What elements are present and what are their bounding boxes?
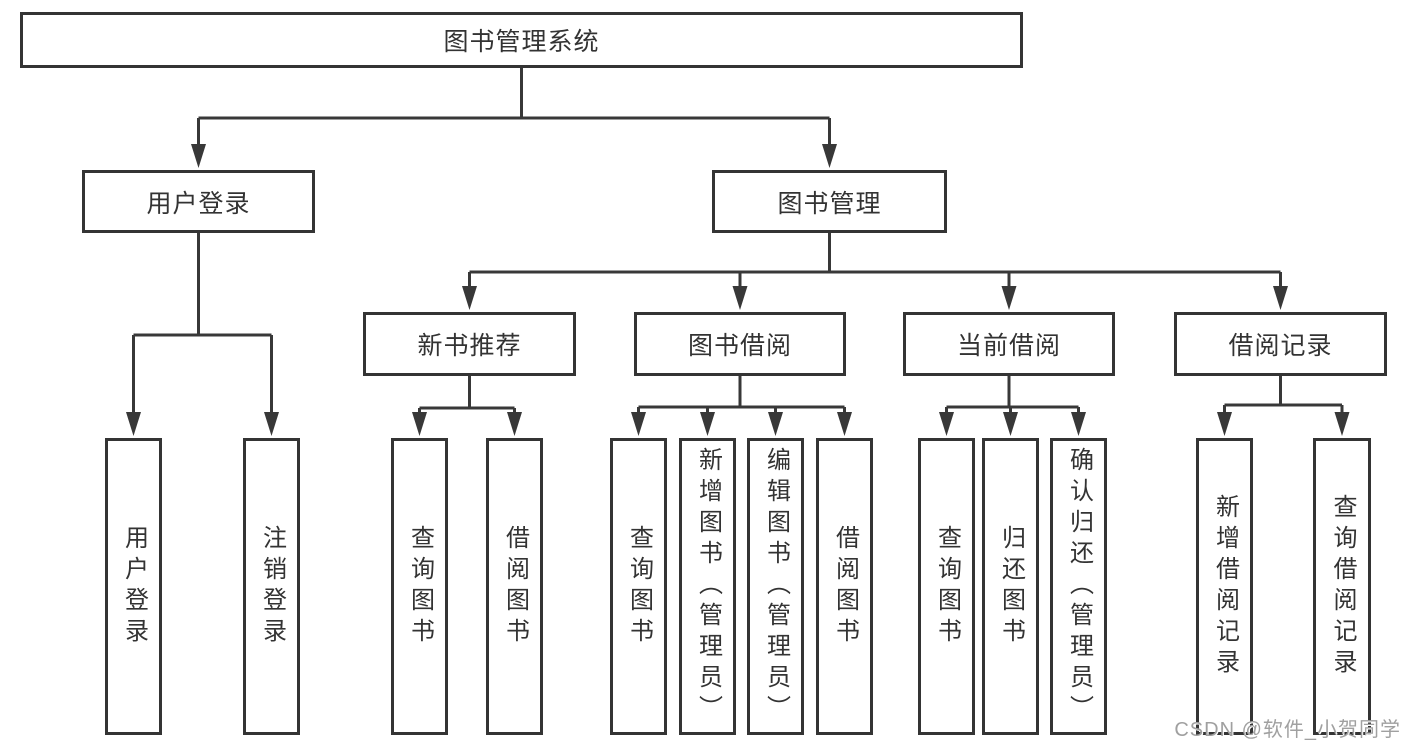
leaf-add-borrow-record-label: 新增借阅记录: [1211, 493, 1239, 680]
leaf-add-book-admin-label: 新增图书（管理员）: [694, 447, 722, 726]
leaf-query-books-current: 查询图书: [918, 438, 975, 735]
node-root-label: 图书管理系统: [443, 28, 600, 56]
node-root: 图书管理系统: [20, 12, 1023, 68]
connector-current-borrow-children: [939, 376, 1086, 436]
leaf-borrow-books-recommend-label: 借阅图书: [501, 524, 529, 649]
connector-book-borrow-children: [631, 376, 852, 436]
node-borrowing-records-label: 借阅记录: [1228, 332, 1333, 360]
leaf-logout: 注销登录: [243, 438, 300, 735]
leaf-user-login: 用户登录: [105, 438, 162, 735]
leaf-return-book: 归还图书: [982, 438, 1039, 735]
node-user-login-label: 用户登录: [146, 189, 251, 218]
leaf-borrow-books-recommend: 借阅图书: [486, 438, 543, 735]
leaf-query-borrow-record: 查询借阅记录: [1313, 438, 1371, 735]
leaf-borrow-books-borrow-label: 借阅图书: [831, 524, 859, 649]
connector-root-to-level2: [191, 68, 837, 168]
leaf-confirm-return-admin-label: 确认归还（管理员）: [1065, 447, 1093, 726]
node-borrowing-records: 借阅记录: [1174, 312, 1387, 376]
node-book-borrowing-label: 图书借阅: [687, 332, 792, 360]
leaf-user-login-label: 用户登录: [120, 524, 148, 649]
leaf-query-books-recommend: 查询图书: [391, 438, 448, 735]
leaf-borrow-books-borrow: 借阅图书: [816, 438, 873, 735]
node-new-book-recommendation-label: 新书推荐: [417, 332, 522, 360]
node-book-borrowing: 图书借阅: [634, 312, 846, 376]
leaf-edit-book-admin-label: 编辑图书（管理员）: [762, 447, 790, 726]
leaf-query-books-recommend-label: 查询图书: [406, 524, 434, 649]
leaf-add-book-admin: 新增图书（管理员）: [679, 438, 736, 735]
leaf-query-books-borrow-label: 查询图书: [625, 524, 653, 649]
leaf-logout-label: 注销登录: [258, 524, 286, 649]
connector-book-mgmt-to-level3: [462, 233, 1288, 310]
csdn-watermark: CSDN @软件_小贺同学: [1174, 719, 1401, 741]
leaf-edit-book-admin: 编辑图书（管理员）: [747, 438, 804, 735]
leaf-add-borrow-record: 新增借阅记录: [1196, 438, 1253, 735]
node-current-borrowing-label: 当前借阅: [956, 332, 1061, 360]
connector-new-book-children: [412, 376, 522, 436]
leaf-query-borrow-record-label: 查询借阅记录: [1329, 493, 1356, 680]
leaf-return-book-label: 归还图书: [997, 524, 1025, 649]
node-book-management: 图书管理: [712, 170, 947, 233]
leaf-query-books-borrow: 查询图书: [610, 438, 667, 735]
connector-user-login-children: [126, 233, 279, 436]
node-current-borrowing: 当前借阅: [903, 312, 1115, 376]
leaf-query-books-current-label: 查询图书: [933, 524, 961, 649]
node-new-book-recommendation: 新书推荐: [363, 312, 576, 376]
leaf-confirm-return-admin: 确认归还（管理员）: [1050, 438, 1107, 735]
node-user-login: 用户登录: [82, 170, 315, 233]
node-book-management-label: 图书管理: [777, 189, 882, 218]
connector-records-children: [1217, 376, 1350, 436]
